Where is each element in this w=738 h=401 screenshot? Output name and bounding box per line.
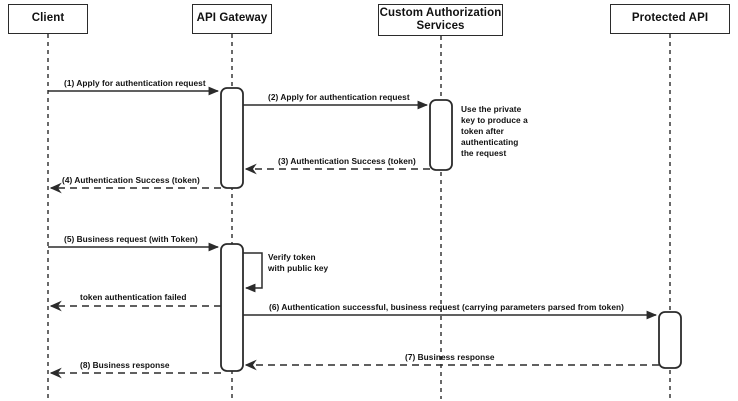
activation-gateway-auth	[220, 87, 244, 189]
activation-auth-service	[429, 99, 453, 171]
message-label-1: (1) Apply for authentication request	[64, 78, 206, 88]
activation-gateway-business	[220, 243, 244, 372]
participant-custom-authorization-services[interactable]: Custom Authorization Services	[378, 4, 503, 36]
participant-label-api-gateway: API Gateway	[196, 12, 268, 25]
message-label-token-failed: token authentication failed	[80, 292, 187, 302]
activation-bars	[220, 87, 682, 372]
participant-protected-api[interactable]: Protected API	[610, 4, 730, 34]
message-label-3: (3) Authentication Success (token)	[278, 156, 416, 166]
participant-label-custom-authorization-services: Custom Authorization Services	[379, 6, 502, 32]
participant-client[interactable]: Client	[8, 4, 88, 34]
message-label-5: (5) Business request (with Token)	[64, 234, 198, 244]
message-label-4: (4) Authentication Success (token)	[62, 175, 200, 185]
message-label-7: (7) Business response	[405, 352, 495, 362]
participant-api-gateway[interactable]: API Gateway	[192, 4, 272, 34]
message-arrows	[48, 86, 659, 379]
lifelines	[47, 34, 671, 399]
arrow-msg-self-verify	[243, 252, 263, 293]
message-label-self-verify: Verify token with public key	[268, 252, 329, 273]
activation-protected-api	[658, 311, 682, 369]
message-label-8: (8) Business response	[80, 360, 170, 370]
message-label-6: (6) Authentication successful, business …	[269, 302, 624, 312]
participant-label-client: Client	[31, 12, 65, 25]
message-label-2: (2) Apply for authentication request	[268, 92, 410, 102]
note-private-key: Use the private key to produce a token a…	[461, 104, 528, 158]
participant-label-protected-api: Protected API	[631, 12, 709, 25]
